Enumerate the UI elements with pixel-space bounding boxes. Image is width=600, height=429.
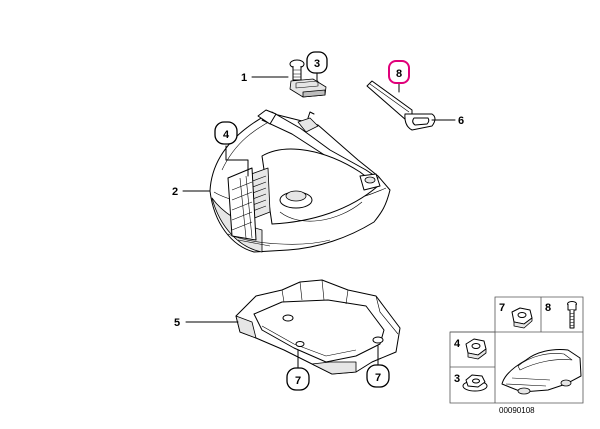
callout-6[interactable]: 6 bbox=[458, 115, 464, 127]
legend-label: 3 bbox=[454, 373, 460, 385]
part-tray-housing[interactable] bbox=[209, 109, 391, 253]
legend-item-7[interactable]: 7 bbox=[499, 302, 533, 329]
hex-nut-icon bbox=[511, 307, 533, 329]
legend-label: 7 bbox=[499, 302, 505, 314]
callout-label: 4 bbox=[223, 129, 230, 141]
flange-nut-icon bbox=[462, 374, 488, 392]
callout-label: 6 bbox=[458, 115, 464, 127]
car-silhouette-icon bbox=[501, 349, 582, 395]
part-lower-bracket[interactable] bbox=[235, 279, 401, 375]
callout-2[interactable]: 2 bbox=[172, 186, 178, 198]
callout-label: 8 bbox=[396, 68, 402, 80]
callout-label: 3 bbox=[314, 58, 320, 70]
legend-item-8[interactable]: 8 bbox=[545, 301, 577, 329]
callout-7-right[interactable]: 7 bbox=[366, 364, 390, 388]
callout-3[interactable]: 3 bbox=[306, 51, 328, 74]
callout-label: 7 bbox=[375, 372, 381, 384]
legend-item-3[interactable]: 3 bbox=[454, 373, 488, 392]
legend-item-4[interactable]: 4 bbox=[454, 338, 487, 360]
callout-8-highlighted[interactable]: 8 bbox=[388, 60, 410, 84]
legend-label: 8 bbox=[545, 302, 551, 314]
callout-label: 1 bbox=[241, 72, 247, 84]
legend-label: 4 bbox=[454, 338, 461, 350]
callout-7-left[interactable]: 7 bbox=[286, 367, 310, 391]
parts-legend: 7 8 4 3 bbox=[449, 296, 584, 404]
callout-label: 2 bbox=[172, 186, 178, 198]
leader-lines bbox=[182, 72, 456, 369]
callout-5[interactable]: 5 bbox=[174, 317, 180, 329]
part-jack-lever[interactable] bbox=[366, 80, 436, 131]
callout-4[interactable]: 4 bbox=[214, 121, 238, 145]
part-clip-holder[interactable] bbox=[289, 59, 327, 98]
callout-1[interactable]: 1 bbox=[241, 72, 247, 84]
hex-nut-icon bbox=[465, 338, 487, 360]
callout-label: 5 bbox=[174, 317, 180, 329]
diagram-number: 00090108 bbox=[499, 406, 535, 415]
bolt-icon bbox=[567, 301, 577, 329]
callout-label: 7 bbox=[295, 375, 301, 387]
